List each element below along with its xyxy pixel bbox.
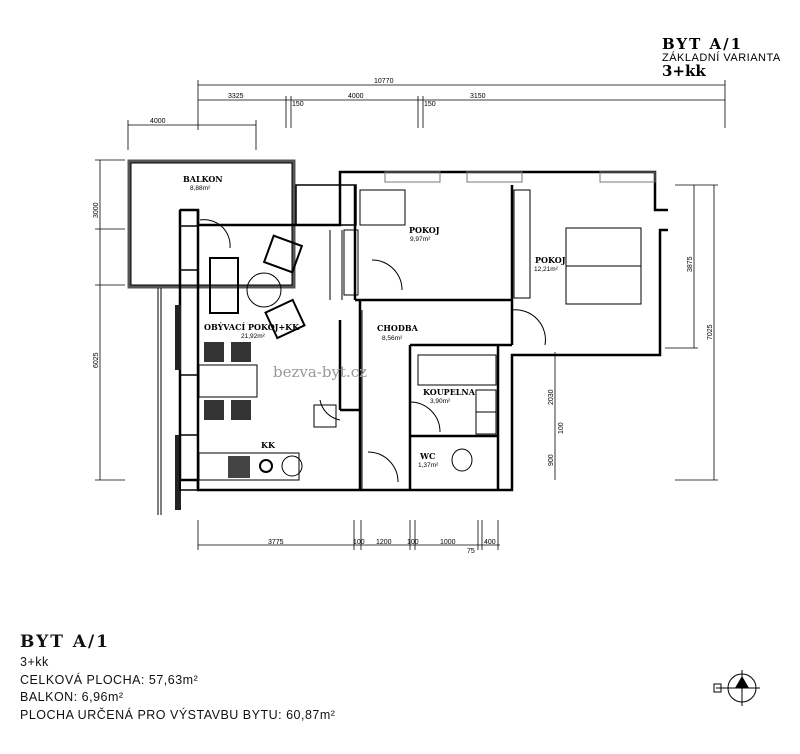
dim-label: 100 [407,539,419,546]
room-wc-name: WC [419,451,435,461]
bottom-dimensions: 3775 100 1200 100 1000 75 400 [197,520,500,555]
dim-label: 1200 [376,539,392,546]
dim-label: 2030 [548,389,555,405]
dim-label: 100 [353,539,365,546]
dim-label: 7025 [707,324,714,340]
room-balkon-name: BALKON [183,174,223,184]
summary-build-area: PLOCHA URČENÁ PRO VÝSTAVBU BYTU: 60,87m² [20,707,336,722]
room-chodba-area: 8,56m² [382,335,403,342]
summary-title: BYT A/1 [20,632,111,652]
room-kk-name: KK [261,440,276,450]
dim-label: 3000 [93,202,100,218]
dim-label: 3775 [268,539,284,546]
plan-header: BYT A/1 ZÁKLADNÍ VARIANTA 3+kk [662,36,781,79]
furniture [198,189,642,483]
summary-balcony: BALKON: 6,96m² [20,690,124,704]
dim-label: 75 [467,548,475,555]
dim-label: 4000 [150,118,166,125]
walls [175,170,668,510]
layout-label: 3+kk [662,62,706,80]
room-pokoj2-name: POKOJ [535,255,566,265]
dim-label: 3875 [687,256,694,272]
room-balkon-area: 8,88m² [190,185,211,192]
dim-label: 3150 [470,93,486,100]
watermark: bezva-byt.cz [273,363,367,381]
room-pokoj2-area: 12,21m² [534,266,559,273]
dim-label: 3325 [228,93,244,100]
room-wc-area: 1,37m² [418,462,439,469]
room-pokoj1-area: 9,97m² [410,236,431,243]
summary-layout: 3+kk [20,655,49,669]
room-labels: BALKON 8,88m² POKOJ 9,97m² POKOJ 12,21m²… [183,174,566,469]
room-pokoj1-name: POKOJ [409,225,440,235]
dim-label: 6025 [93,352,100,368]
dim-label: 1000 [440,539,456,546]
north-arrow-icon [713,670,760,706]
dim-label: 100 [558,422,565,434]
apartment-title: BYT A/1 [662,35,744,53]
room-koupelna-area: 3,90m² [430,398,451,405]
top-dimensions: 10770 3325 150 4000 150 3150 4000 [127,78,726,150]
dim-label: 900 [548,454,555,466]
room-obyvaci-name: OBÝVACÍ POKOJ+KK [204,322,300,332]
apartment-summary: BYT A/1 3+kk CELKOVÁ PLOCHA: 57,63m² BAL… [20,632,335,724]
variant-label: ZÁKLADNÍ VARIANTA [662,52,781,64]
dim-label: 400 [484,539,496,546]
dim-label: 150 [424,101,436,108]
left-dimensions: 3000 6025 [93,159,125,481]
right-dimensions: 3875 7025 2030 100 900 [548,184,718,481]
dim-total: 10770 [374,78,394,85]
dim-label: 150 [292,101,304,108]
room-obyvaci-area: 21,92m² [241,333,266,340]
room-chodba-name: CHODBA [377,323,419,333]
room-koupelna-name: KOUPELNA [423,387,476,397]
summary-total-area: CELKOVÁ PLOCHA: 57,63m² [20,672,199,687]
dim-label: 4000 [348,93,364,100]
